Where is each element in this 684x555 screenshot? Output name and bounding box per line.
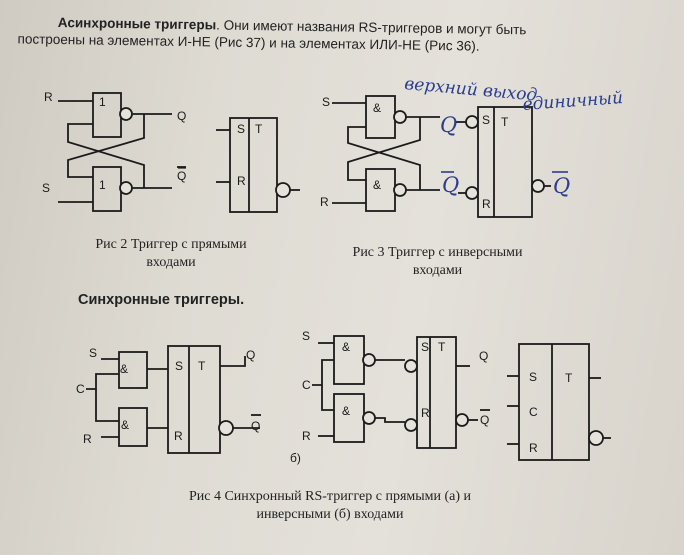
fig3-symbol-out-bubble — [531, 179, 545, 193]
fig4b-symbol-r: R — [421, 406, 430, 420]
fig2-output-q: Q — [177, 109, 186, 123]
fig3-nand-latch: & & S R — [320, 95, 440, 212]
fig4a-symbol-t: T — [198, 359, 206, 373]
fig3-symbol-box — [477, 106, 533, 218]
fig3-input-r: R — [320, 195, 329, 209]
fig3-caption-line2: входами — [412, 263, 463, 278]
sync-section-title: Синхронные триггеры. — [78, 292, 245, 308]
fig4b-gate-top-bubble — [362, 353, 376, 367]
fig3-gate-top-label: & — [373, 101, 381, 115]
fig4a-input-s: S — [89, 346, 97, 360]
fig3-symbol-r: R — [482, 197, 491, 211]
fig3-symbol-t: T — [501, 115, 509, 129]
fig4c-symbol-box — [518, 343, 590, 461]
handwritten-annotations: верхний выход единичный Q Q Q — [404, 74, 624, 198]
fig4b-gate-bottom — [333, 393, 365, 443]
fig4-caption-line2: инверсными (б) входами — [256, 507, 404, 522]
fig4b-symbol-t: T — [438, 340, 446, 354]
fig4c-symbol: S C R T — [507, 343, 611, 461]
fig2-nor-latch: 1 1 R S Q Q — [42, 90, 186, 212]
fig4a-input-c: C — [76, 382, 85, 396]
fig4b-input-c: C — [302, 378, 311, 392]
fig4a-output-qbar: Q — [251, 419, 260, 433]
fig4a-gate-bottom-label: & — [121, 418, 129, 432]
fig2-symbol-s: S — [237, 122, 245, 136]
fig4c-out-bubble — [588, 430, 604, 446]
fig4-caption: Рис 4 Синхронный RS-триггер с прямыми (а… — [140, 488, 520, 524]
fig4b-symbol-s: S — [421, 340, 429, 354]
fig3-symbol-s-bubble — [465, 115, 479, 129]
fig2-gate-top-label: 1 — [99, 95, 106, 109]
fig4a-symbol-r: R — [174, 429, 183, 443]
fig3-caption: Рис 3 Триггер с инверсными входами — [330, 244, 545, 280]
fig4a-output-q: Q — [246, 348, 255, 362]
fig2-caption-line1: Рис 2 Триггер с прямыми — [95, 237, 247, 252]
fig4c-symbol-t: T — [565, 371, 573, 385]
fig4a-input-r: R — [83, 432, 92, 446]
fig2-gate-top-bubble — [119, 107, 133, 121]
fig3-input-s: S — [322, 95, 330, 109]
fig4b-s-bubble — [404, 359, 418, 373]
fig4a-out-bubble — [218, 420, 234, 436]
fig2-symbol-bubble — [275, 182, 291, 198]
fig4a-sync-trigger: & & S T R S C R Q Q — [76, 345, 261, 454]
fig4b-r-bubble — [404, 418, 418, 432]
hand-qbar-right: Q — [553, 174, 570, 198]
fig2-input-s: S — [42, 181, 50, 195]
fig4c-symbol-s: S — [529, 370, 537, 384]
fig3-gate-bottom-label: & — [373, 178, 381, 192]
fig3-symbol-r-bubble — [465, 186, 479, 200]
fig4a-symbol-s: S — [175, 359, 183, 373]
hand-qbar: Q — [442, 173, 459, 197]
fig4b-input-r: R — [302, 429, 311, 443]
fig4b-gate-bottom-bubble — [362, 411, 376, 425]
fig3-gate-top-bubble — [393, 110, 407, 124]
fig4b-symbol-box — [416, 336, 457, 449]
fig4b-gate-bottom-label: & — [342, 404, 350, 418]
fig2-caption: Рис 2 Триггер с прямыми входами — [76, 236, 266, 272]
fig4c-symbol-c: C — [529, 405, 538, 419]
fig4b-label: б) — [290, 451, 301, 465]
fig4a-gate-bottom — [118, 407, 148, 447]
fig2-symbol-box — [229, 117, 278, 213]
fig3-caption-line1: Рис 3 Триггер с инверсными — [352, 245, 523, 260]
fig2-gate-bottom-label: 1 — [99, 178, 106, 192]
fig4c-symbol-r: R — [529, 441, 538, 455]
fig4a-symbol-box — [167, 345, 221, 454]
fig4b-gate-top-label: & — [342, 340, 350, 354]
fig4b-out-bubble — [455, 413, 469, 427]
fig2-symbol-t: T — [255, 122, 263, 136]
fig3-gate-bottom-bubble — [393, 183, 407, 197]
fig3-symbol: S T R — [456, 106, 545, 218]
fig4a-gate-top-label: & — [120, 362, 128, 376]
fig4b-output-q: Q — [479, 349, 488, 363]
fig4b-input-s: S — [302, 329, 310, 343]
fig4b-output-qbar: Q — [480, 413, 489, 427]
fig2-gate-top — [92, 92, 122, 138]
fig4a-gate-top — [118, 351, 148, 389]
fig2-gate-bottom — [92, 166, 122, 212]
fig4-caption-line1: Рис 4 Синхронный RS-триггер с прямыми (а… — [188, 489, 472, 504]
fig2-gate-bottom-bubble — [119, 181, 133, 195]
hand-q: Q — [440, 113, 457, 137]
fig4b-sync-trigger: & & S T R S C R Q Q б) — [290, 329, 490, 465]
fig2-symbol-r: R — [237, 174, 246, 188]
note-top-output: верхний выход — [404, 74, 539, 106]
fig3-symbol-s: S — [482, 113, 490, 127]
fig2-input-r: R — [44, 90, 53, 104]
fig2-output-qbar: Q — [177, 169, 186, 183]
fig2-symbol: S T R — [216, 117, 300, 213]
fig2-caption-line2: входами — [146, 255, 196, 270]
